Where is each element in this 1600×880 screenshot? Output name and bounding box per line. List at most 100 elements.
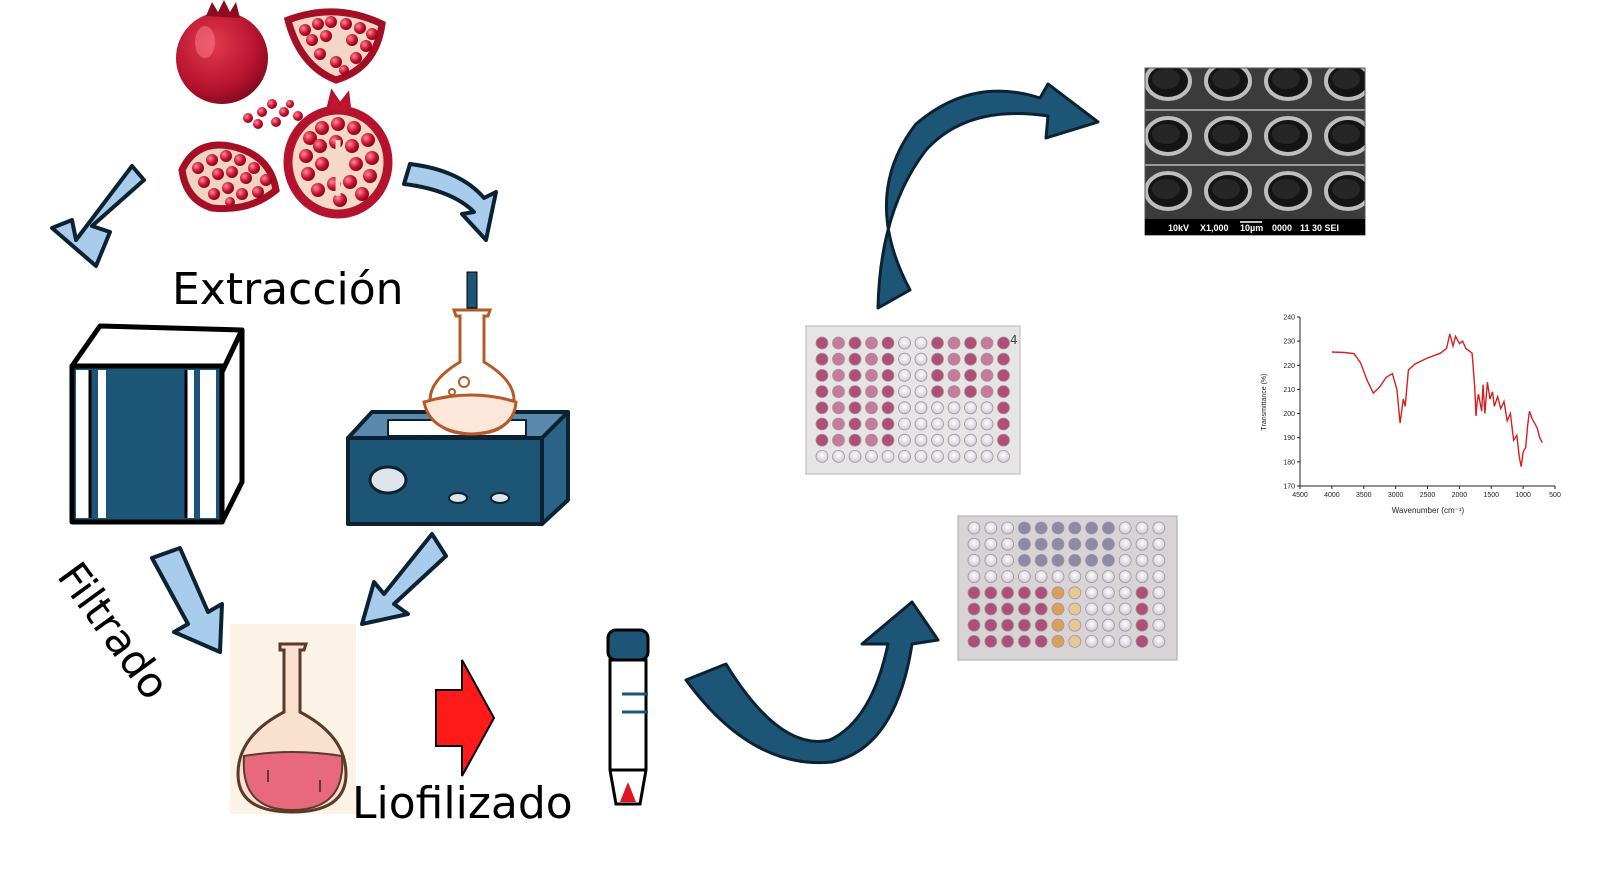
plate-well	[967, 554, 981, 567]
plate-well	[1034, 537, 1048, 551]
plate-well	[997, 336, 1010, 350]
plate-well	[1034, 602, 1048, 616]
arrow-heater-to-flask-icon	[360, 532, 448, 626]
plate-well	[898, 352, 911, 366]
plate-well	[1152, 554, 1166, 567]
plate-well	[1034, 521, 1048, 535]
plate-well	[984, 635, 998, 648]
plate-well	[1102, 537, 1115, 551]
plate-well	[848, 352, 862, 366]
plate-well	[898, 401, 911, 415]
pomegranate-open	[283, 88, 393, 219]
ftir-series-line	[1331, 333, 1543, 467]
plate-well	[980, 433, 994, 447]
plate-well	[967, 602, 981, 616]
plate-well	[848, 336, 862, 350]
plate-well	[881, 433, 895, 447]
plate-well	[881, 417, 895, 431]
plate-well	[964, 449, 977, 463]
pomegranate-slice-top	[283, 8, 386, 84]
ftir-y-tick-label: 230	[1283, 339, 1295, 346]
curved-arrow-top-icon	[876, 82, 1100, 310]
extraction-flask	[422, 271, 518, 436]
ftir-y-tick-label: 220	[1283, 363, 1295, 370]
plate-well	[1102, 521, 1115, 535]
plate-well	[964, 417, 977, 431]
ftir-x-tick-label: 2000	[1452, 492, 1468, 499]
label-extraccion: Extracción	[172, 264, 404, 315]
plate-well	[1001, 554, 1014, 567]
svg-text:4: 4	[1010, 333, 1018, 347]
plate-well	[967, 618, 981, 632]
plate-well	[1051, 570, 1065, 583]
plate-well	[1085, 635, 1098, 648]
plate-well	[931, 368, 944, 382]
sem-detector: 11 30 SEI	[1300, 223, 1339, 233]
ftir-y-tick-label: 210	[1283, 387, 1295, 394]
plate-well	[815, 417, 829, 431]
plate-well	[865, 352, 878, 366]
sem-voltage: 10kV	[1168, 223, 1189, 233]
plate-well	[1118, 618, 1132, 632]
plate-well	[1051, 537, 1065, 551]
pomegranates-group	[176, 0, 393, 219]
plate-well	[984, 618, 998, 632]
ftir-x-tick-label: 3500	[1356, 492, 1372, 499]
ftir-x-tick-label: 1000	[1515, 492, 1531, 499]
plate-well	[997, 385, 1010, 399]
loose-arils	[243, 99, 303, 129]
label-liofilizado: Liofilizado	[352, 778, 573, 829]
pomegranate-slice-bottom	[178, 141, 280, 213]
sem-scale: 10µm	[1240, 223, 1263, 233]
plate-well	[1085, 554, 1098, 567]
plate-well	[980, 417, 994, 431]
plate-well	[931, 433, 944, 447]
arrow-filter-to-flask-icon	[150, 546, 224, 654]
plate-well	[832, 368, 845, 382]
plate-well	[1068, 586, 1082, 600]
plate-well	[1051, 554, 1065, 567]
plate-well	[914, 368, 928, 382]
plate-well	[1068, 602, 1082, 616]
plate-well	[1102, 618, 1115, 632]
plate-well	[832, 449, 845, 463]
plate-well	[1034, 618, 1048, 632]
plate-well	[1068, 618, 1082, 632]
plate-well	[1118, 521, 1132, 535]
plate-well	[997, 401, 1010, 415]
plate-well	[1068, 521, 1082, 535]
plate-well	[967, 570, 981, 583]
plate-well	[865, 433, 878, 447]
plate-well	[931, 352, 944, 366]
plate-well	[1152, 635, 1166, 648]
ftir-x-tick-label: 500	[1549, 492, 1561, 499]
plate-well	[1051, 618, 1065, 632]
ftir-x-tick-label: 4500	[1292, 492, 1308, 499]
plate-well	[815, 401, 829, 415]
plate-well	[832, 385, 845, 399]
plate-well	[898, 417, 911, 431]
ftir-y-tick-label: 240	[1283, 315, 1295, 322]
plate-well	[865, 449, 878, 463]
plate-well	[848, 401, 862, 415]
plate-well	[980, 336, 994, 350]
plate-well	[1001, 635, 1014, 648]
plate-well	[881, 385, 895, 399]
plate-well	[1102, 586, 1115, 600]
plate-well	[1085, 618, 1098, 632]
plate-well	[947, 336, 961, 350]
plate-well	[1152, 521, 1166, 535]
plate-well	[984, 586, 998, 600]
plate-well	[964, 368, 977, 382]
plate-well	[980, 352, 994, 366]
plate-well	[848, 417, 862, 431]
arrow-to-filter-icon	[50, 164, 146, 268]
plate-well	[881, 336, 895, 350]
plate-well	[1051, 635, 1065, 648]
arrow-to-extraction-icon	[402, 162, 498, 242]
plate-well	[1001, 586, 1014, 600]
plate-well	[1034, 635, 1048, 648]
ftir-x-tick-label: 4000	[1324, 492, 1340, 499]
plate-well	[947, 368, 961, 382]
